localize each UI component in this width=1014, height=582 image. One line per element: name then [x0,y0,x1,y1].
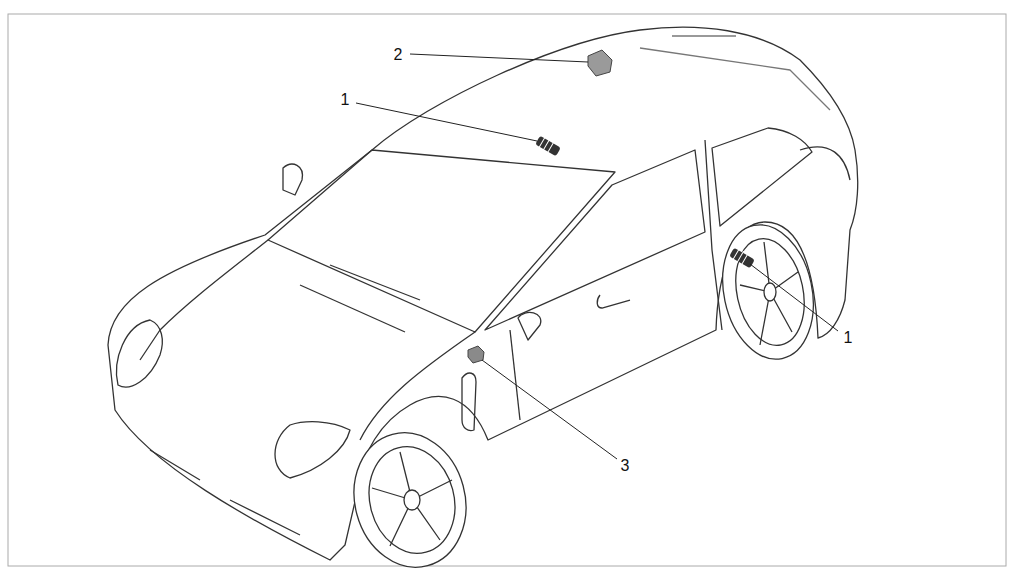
headlight [275,422,350,478]
hood-line [360,332,475,440]
leader-line [356,103,537,141]
leader-line [410,54,588,62]
callout-number: 1 [842,329,855,347]
sensor-ring [538,136,554,153]
tail-line [800,147,850,180]
front-tire [339,420,480,580]
door-handle [597,295,630,308]
callout-number: 1 [339,91,352,109]
sensor-body [535,136,561,157]
door-line [705,140,722,330]
components [468,50,756,363]
hood-line [140,240,268,360]
control-unit [468,346,484,363]
callout-number: 2 [392,46,405,64]
control-unit [588,50,612,76]
wiper [300,285,405,332]
rear-door-window [712,128,812,226]
front-rim [357,437,466,563]
sensor-part [728,246,756,270]
sensor-part [534,134,562,158]
body-outline [108,27,858,560]
spoiler [672,35,736,36]
car-body [108,27,858,560]
door-line [510,330,520,420]
fender-vent [462,373,476,430]
rear-tire [711,216,825,367]
rear-rim [726,232,813,351]
wheels [339,216,825,580]
rear-glass [640,48,830,110]
leader-lines [356,54,838,459]
air-intake [150,450,300,535]
side-mirror [518,312,541,340]
front-hub [404,490,420,510]
frame [8,14,1006,566]
sensor-ring [732,248,748,265]
wiper [330,265,420,300]
leader-line [750,264,838,331]
callout-number: 3 [619,457,632,475]
rear-hub [764,283,776,301]
headlight [117,320,163,387]
front-door-window [485,150,705,330]
leader-line [482,360,617,459]
front-spokes [372,452,452,546]
side-mirror [283,164,302,195]
